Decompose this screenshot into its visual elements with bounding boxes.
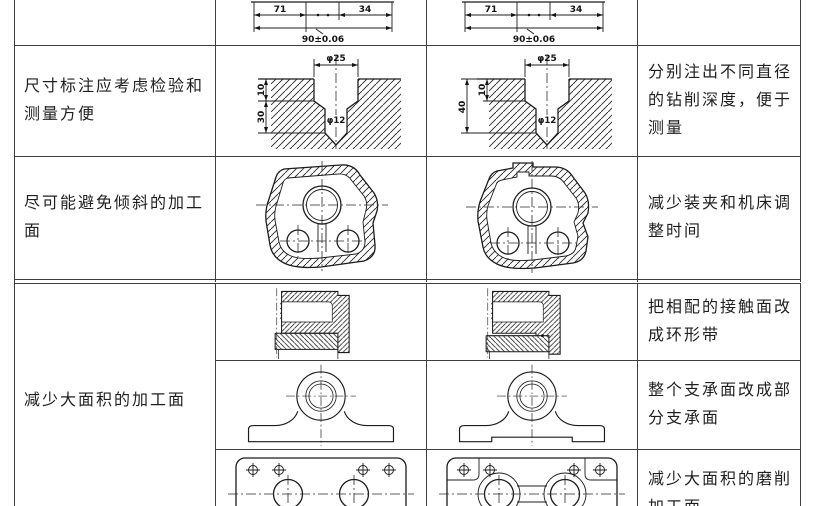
contact-face-drawing-before: [274, 288, 350, 359]
note-text: 分别注出不同直径的钻削深度，便于测量: [648, 64, 793, 137]
dimension-drawing-before: 71 34 90±0.06: [251, 1, 394, 44]
pillow-block-drawing-before: [247, 364, 395, 447]
note-cell: 分别注出不同直径的钻削深度，便于测量: [638, 46, 801, 156]
note-cell: 减少装夹和机床调整时间: [638, 157, 801, 279]
section-divider: [15, 280, 801, 284]
dim-label: 34: [570, 5, 583, 15]
plate-drawing-before: [228, 457, 414, 506]
empty-cell: [638, 0, 801, 45]
note-text: 减少大面积的磨削加工面: [648, 471, 793, 506]
note-cell: 减少大面积的磨削加工面: [638, 450, 801, 506]
drawing-cell: [216, 450, 427, 506]
drawing-cell: [216, 157, 427, 279]
drawing-cell: [427, 157, 638, 279]
sub-rows: 把相配的接触面改成环形带: [216, 284, 801, 506]
drawing-cell: 71 34 90±0.06: [427, 0, 638, 45]
sub-row-contact-band: 把相配的接触面改成环形带: [216, 284, 801, 361]
dim-label: 10: [257, 84, 267, 97]
table-row-top-partial: 71 34 90±0.06 71 34: [15, 0, 801, 46]
drawing-cell: [427, 361, 638, 449]
guideline-table: 71 34 90±0.06 71 34: [14, 0, 801, 506]
dim-label: 71: [485, 5, 498, 15]
note-text: 把相配的接触面改成环形带: [648, 299, 793, 344]
sub-row-bearing-surface: 整个支承面改成部分支承面: [216, 361, 801, 450]
drawing-cell: φ25 10 40 φ12: [427, 46, 638, 156]
dim-label: 71: [274, 5, 287, 15]
dim-label: 30: [257, 111, 267, 124]
dim-label: 40: [458, 101, 468, 114]
dimension-drawing-after: 71 34 90±0.06: [462, 1, 605, 44]
dim-label: 10: [478, 84, 488, 97]
housing-drawing-before: [256, 161, 388, 271]
dim-label: 34: [359, 5, 372, 15]
guideline-cell: 减少大面积的加工面: [15, 284, 216, 506]
drawing-cell: [216, 284, 427, 360]
dim-label: φ25: [326, 54, 346, 64]
contact-face-drawing-after: [485, 288, 561, 359]
guideline-text: 尽可能避免倾斜的加工面: [24, 195, 205, 240]
drawing-cell: φ25 10 30 φ12: [216, 46, 427, 156]
note-text: 减少装夹和机床调整时间: [648, 195, 793, 240]
pillow-block-drawing-after: [458, 364, 606, 447]
dim-label: φ25: [537, 54, 557, 64]
dim-label: 90±0.06: [513, 35, 555, 44]
table-row-large-areas: 减少大面积的加工面: [15, 284, 801, 506]
counterbore-drawing-before: φ25 10 30 φ12: [257, 54, 401, 149]
counterbore-drawing-after: φ25 10 40 φ12: [458, 54, 612, 149]
plate-drawing-after: [439, 457, 625, 506]
guideline-cell: 尽可能避免倾斜的加工面: [15, 157, 216, 279]
table-row-dimensioning: 尺寸标注应考虑检验和测量方便 φ25 10 30: [15, 46, 801, 157]
drawing-cell: [216, 361, 427, 449]
note-text: 整个支承面改成部分支承面: [648, 382, 793, 427]
note-cell: 整个支承面改成部分支承面: [638, 361, 801, 449]
housing-drawing-after: [466, 161, 598, 273]
dim-label: φ12: [327, 116, 346, 126]
empty-cell: [15, 0, 216, 45]
table-row-inclined-faces: 尽可能避免倾斜的加工面: [15, 157, 801, 280]
sub-row-grinding-area: 减少大面积的磨削加工面: [216, 450, 801, 506]
guideline-text: 减少大面积的加工面: [24, 392, 187, 409]
dim-label: φ12: [538, 116, 557, 126]
drawing-cell: [427, 284, 638, 360]
note-cell: 把相配的接触面改成环形带: [638, 284, 801, 360]
guideline-cell: 尺寸标注应考虑检验和测量方便: [15, 46, 216, 156]
drawing-cell: 71 34 90±0.06: [216, 0, 427, 45]
guideline-text: 尺寸标注应考虑检验和测量方便: [24, 78, 205, 123]
dim-label: 90±0.06: [302, 35, 344, 44]
drawing-cell: [427, 450, 638, 506]
